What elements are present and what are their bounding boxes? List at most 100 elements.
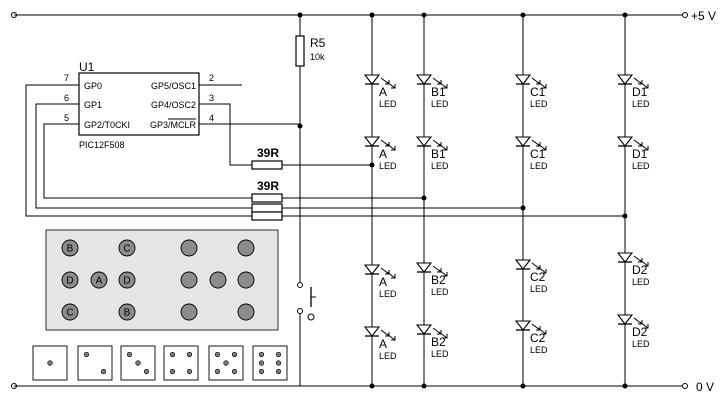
led-label: D1 (632, 85, 648, 99)
ic-pin-num-2: 2 (209, 73, 214, 83)
led-light-arrows-icon (633, 317, 649, 329)
led-light-arrows-icon (633, 77, 649, 89)
die-layout-pip-unlabeled (180, 271, 198, 289)
led-type-label: LED (379, 289, 397, 299)
ic-ref: U1 (79, 60, 95, 74)
ic-pin-num-5: 5 (64, 113, 69, 123)
die-layout-pip-label: C (66, 308, 73, 319)
push-button-switch (297, 282, 316, 386)
led-light-arrows-icon (432, 139, 448, 151)
rail-bottom-label: 0 V (696, 380, 714, 394)
led-type-label: LED (530, 99, 548, 109)
resistor-39r-d (251, 211, 283, 221)
led-label: C1 (530, 85, 546, 99)
led-label: B1 (431, 85, 446, 99)
led-type-label: LED (431, 161, 449, 171)
ic-pin-num-3: 3 (209, 93, 214, 103)
die-layout-pip: B (61, 239, 79, 257)
die-layout-pip-unlabeled (237, 303, 255, 321)
ic-wiring (25, 84, 300, 217)
led-label: A (379, 275, 387, 289)
led-type-label: LED (530, 345, 548, 355)
led-light-arrows-icon (432, 77, 448, 89)
ic-pin-num-6: 6 (64, 93, 69, 103)
led-light-arrows-icon (531, 77, 547, 89)
rail-top-label: +5 V (691, 9, 716, 23)
led-label: D2 (632, 263, 648, 277)
led-label: C2 (530, 331, 546, 345)
led-light-arrows-icon (432, 265, 448, 277)
led-type-label: LED (632, 99, 650, 109)
led-label: A (379, 147, 387, 161)
resistor-39r-b-label: 39R (257, 179, 279, 193)
led-light-arrows-icon (531, 139, 547, 151)
die-layout-pip-label: B (67, 244, 74, 255)
resistor-39r-b (251, 193, 283, 203)
led-type-label: LED (431, 349, 449, 359)
led-label: A (379, 337, 387, 351)
led-light-arrows-icon (380, 77, 396, 89)
led-label: B1 (431, 147, 446, 161)
ic-pin-num-7: 7 (64, 73, 69, 83)
led-label: C1 (530, 147, 546, 161)
led-type-label: LED (530, 161, 548, 171)
led-label: B2 (431, 335, 446, 349)
led-label: D1 (632, 147, 648, 161)
die-layout-pip-unlabeled (237, 271, 255, 289)
die-face-5-icon (208, 345, 244, 381)
led-light-arrows-icon (531, 262, 547, 274)
led-type-label: LED (379, 351, 397, 361)
series-resistors: 39R 39R (251, 146, 628, 221)
ic-pin-gp2: GP2/T0CKI (84, 120, 130, 130)
r5-value: 10k (310, 52, 325, 62)
led-type-label: LED (632, 277, 650, 287)
die-layout-pip-label: D (123, 276, 130, 287)
ic-u1: U1 PIC12F508 GP0 GP1 GP2/T0CKI GP5/OSC1 … (64, 60, 214, 150)
switch-knob-icon (307, 313, 315, 321)
resistor-39r-a-label: 39R (257, 146, 279, 160)
ic-pin-gp1: GP1 (84, 100, 102, 110)
led-light-arrows-icon (380, 139, 396, 151)
die-face-3-icon (120, 345, 156, 381)
led-label: D2 (632, 325, 648, 339)
power-rail-bottom: 0 V (11, 380, 714, 394)
led-type-label: LED (379, 99, 397, 109)
pullup-resistor-r5: R5 10k (295, 12, 326, 282)
resistor-39r-c (251, 203, 283, 213)
led-type-label: LED (431, 287, 449, 297)
resistor-39r-a (251, 160, 283, 170)
ic-pin-gp0: GP0 (84, 81, 102, 91)
die-layout-pip-unlabeled (180, 239, 198, 257)
die-face-1-icon (32, 345, 68, 381)
dice-faces-row (32, 345, 288, 381)
die-face-2-icon (77, 345, 113, 381)
die-layout-pip-unlabeled (209, 271, 227, 289)
die-layout-pip-label: A (96, 276, 103, 287)
ic-pin-gp3: GP3/MCLR (150, 120, 197, 130)
led-type-label: LED (632, 339, 650, 349)
led-type-label: LED (379, 161, 397, 171)
r5-ref: R5 (310, 36, 326, 50)
ic-pin-num-4: 4 (209, 113, 214, 123)
die-layout-pip-unlabeled (237, 239, 255, 257)
die-layout-pip-label: C (123, 244, 130, 255)
die-layout-pip: C (118, 239, 136, 257)
led-light-arrows-icon (380, 329, 396, 341)
die-layout-pip: A (90, 271, 108, 289)
led-type-label: LED (632, 161, 650, 171)
die-layout-pip-unlabeled (180, 303, 198, 321)
led-type-label: LED (530, 284, 548, 294)
